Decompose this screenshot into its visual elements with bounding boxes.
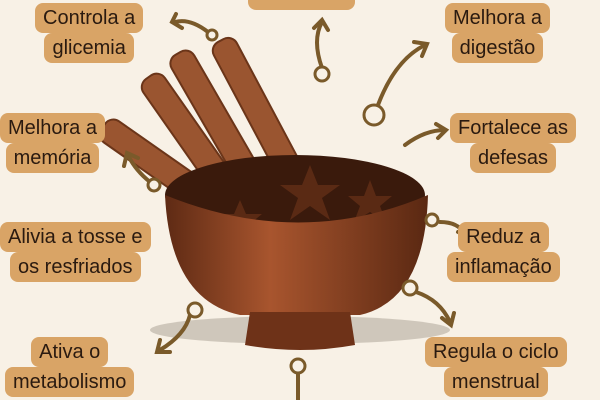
label-top-partial	[248, 0, 355, 10]
bowl	[165, 195, 428, 315]
label-line: os resfriados	[10, 252, 141, 282]
bowl-base	[245, 312, 355, 350]
label-line: Alivia a tosse e	[0, 222, 151, 252]
label-line: inflamação	[447, 252, 560, 282]
label-line: Melhora a	[445, 3, 550, 33]
label-line: defesas	[470, 143, 557, 173]
label-line: Regula o ciclo	[425, 337, 567, 367]
label-line: digestão	[451, 33, 544, 63]
label-line: Melhora a	[0, 113, 105, 143]
label-line: glicemia	[44, 33, 134, 63]
label-line: Fortalece as	[450, 113, 577, 143]
label-line: memória	[5, 143, 100, 173]
arrow-circles	[146, 28, 440, 375]
label-line: Ativa o	[31, 337, 109, 367]
label-line: Controla a	[35, 3, 144, 33]
label-line: metabolismo	[5, 367, 135, 397]
label-line: menstrual	[443, 367, 548, 397]
label-line: Reduz a	[458, 222, 549, 252]
